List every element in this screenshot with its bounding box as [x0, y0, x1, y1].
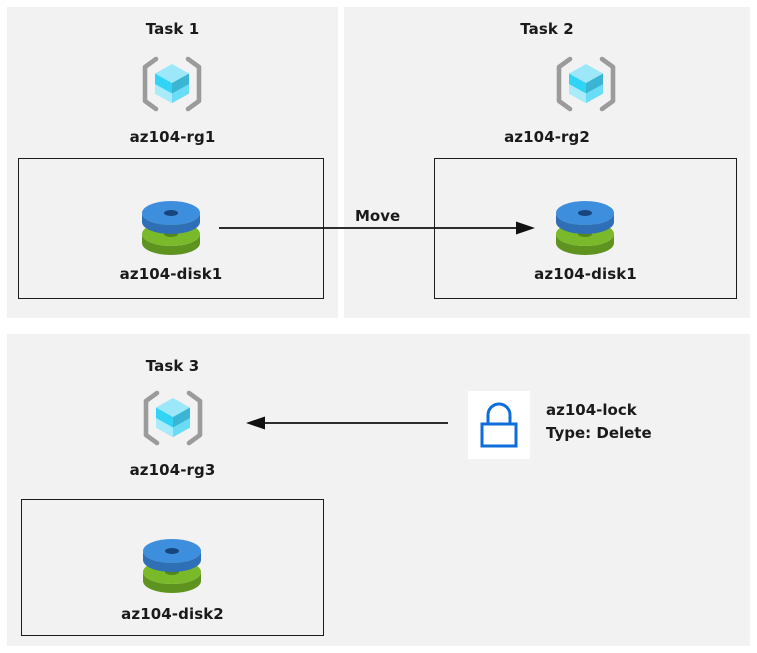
- managed-disk-icon: [552, 196, 618, 258]
- managed-disk-icon: [139, 534, 205, 596]
- task-3-title: Task 3: [145, 357, 200, 375]
- lock-type: Type: Delete: [546, 424, 652, 442]
- lock-icon: [480, 402, 518, 448]
- lock-icon-tile: [468, 391, 530, 459]
- resource-group-icon: [141, 55, 203, 113]
- resource-label-3: az104-disk2: [121, 605, 224, 623]
- resource-label-2: az104-disk1: [534, 265, 637, 283]
- resource-group-icon: [555, 55, 617, 113]
- resource-label-1: az104-disk1: [119, 265, 223, 283]
- resource-group-icon: [142, 389, 204, 447]
- move-label: Move: [355, 207, 401, 225]
- resource-group-label-1: az104-rg1: [129, 128, 216, 146]
- managed-disk-icon: [138, 196, 204, 258]
- task-2-title: Task 2: [520, 20, 574, 38]
- resource-group-label-3: az104-rg3: [129, 461, 216, 479]
- resource-group-label-2: az104-rg2: [504, 128, 590, 146]
- task-1-title: Task 1: [145, 20, 200, 38]
- lock-name: az104-lock: [546, 401, 637, 419]
